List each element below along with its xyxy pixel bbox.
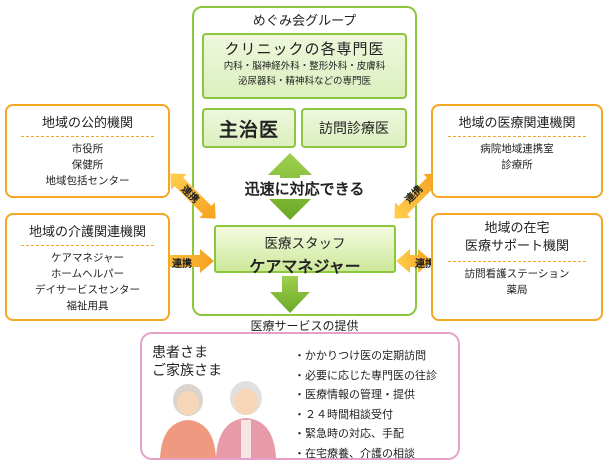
clinic-specialists-box: クリニックの各専門医 内科・脳神経外科・整形外科・皮膚科 泌尿器科・精神科などの… <box>202 33 407 99</box>
group-title: めぐみ会グループ <box>252 14 357 29</box>
service-down-arrow <box>270 276 310 313</box>
list-item: 病院地域連携室 <box>480 143 554 155</box>
quick-response-label: 迅速に対応できる <box>222 178 387 199</box>
service-text: かかりつけ医の定期訪問 <box>305 349 427 362</box>
patient-title-line-1: 患者さま <box>152 345 208 361</box>
dashed-divider <box>448 261 586 262</box>
list-item: ・医療情報の管理・提供 <box>294 388 415 401</box>
service-text: 医療情報の管理・提供 <box>305 388 415 401</box>
list-item: ・在宅療養、介護の相談 <box>294 446 415 460</box>
list-item: 地域包括センター <box>45 175 130 187</box>
list-item: ・緊急時の対応、手配 <box>294 427 404 440</box>
list-item: デイサービスセンター <box>35 284 140 296</box>
man-face <box>234 389 258 415</box>
dashed-divider <box>21 245 154 246</box>
local-medical-agencies-box: 地域の医療関連機関 病院地域連携室 診療所 <box>431 104 603 198</box>
patient-title: 患者さま ご家族さま <box>152 344 222 380</box>
home-visit-doctor-box: 訪問診療医 <box>301 108 407 148</box>
service-text: 緊急時の対応、手配 <box>305 427 404 440</box>
medical-staff-box: 医療スタッフ ケアマネジャー <box>214 225 396 276</box>
local-care-agencies-box: 地域の介護関連機関 ケアマネジャー ホームヘルパー デイサービスセンター 福祉用… <box>5 213 170 321</box>
woman-body <box>160 420 216 458</box>
patient-service-list: ・かかりつけ医の定期訪問 ・必要に応じた専門医の往診 ・医療情報の管理・提供 ・… <box>294 346 437 463</box>
right-diagonal-double-arrow <box>394 173 440 219</box>
list-item: ケアマネジャー <box>51 252 124 264</box>
staff-line-1: 医療スタッフ <box>264 236 346 252</box>
box-title: 地域の公的機関 <box>41 116 133 131</box>
staff-line-2: ケアマネジャー <box>249 257 361 276</box>
list-item: 診療所 <box>501 159 533 171</box>
woman-face <box>177 391 199 415</box>
service-text: 必要に応じた専門医の往診 <box>305 368 437 382</box>
elderly-couple-illustration <box>160 381 276 458</box>
list-item: 保健所 <box>71 159 104 171</box>
box-title-line-2: 医療サポート機関 <box>464 239 569 254</box>
link-label-right-bottom: 連携 <box>415 259 435 270</box>
list-item: ・２４時間相談受付 <box>294 407 393 421</box>
list-item: ・必要に応じた専門医の往診 <box>294 368 437 382</box>
dashed-divider <box>448 136 586 137</box>
list-item: 市役所 <box>71 143 104 155</box>
list-item: 訪問看護ステーション <box>464 268 570 280</box>
service-label: 医療サービスの提供 <box>250 319 359 333</box>
box-title: 地域の介護関連機関 <box>28 225 146 240</box>
primary-doctor-box: 主治医 <box>202 108 296 148</box>
service-text: 在宅療養、介護の相談 <box>305 446 415 460</box>
list-item: 薬局 <box>506 284 528 296</box>
box-title-line-1: 地域の在宅 <box>484 221 550 236</box>
left-diagonal-double-arrow <box>170 173 216 219</box>
man-shirt <box>241 420 251 458</box>
box-title: 地域の医療関連機関 <box>458 116 576 131</box>
home-medical-support-box: 地域の在宅 医療サポート機関 訪問看護ステーション 薬局 <box>431 213 603 321</box>
clinic-title: クリニックの各専門医 <box>224 40 385 58</box>
list-item: ホームヘルパー <box>50 268 125 280</box>
local-public-agencies-box: 地域の公的機関 市役所 保健所 地域包括センター <box>5 104 170 198</box>
list-item: ・かかりつけ医の定期訪問 <box>294 349 427 362</box>
clinic-line-2: 泌尿器科・精神科などの専門医 <box>237 76 371 87</box>
list-item: 福祉用具 <box>66 300 109 312</box>
link-label-left-bottom: 連携 <box>172 259 192 270</box>
clinic-line-1: 内科・脳神経外科・整形外科・皮膚科 <box>223 61 386 72</box>
right-horizontal-double-arrow <box>396 249 432 273</box>
patient-title-line-2: ご家族さま <box>152 363 222 379</box>
dashed-divider <box>21 136 154 137</box>
service-text: ２４時間相談受付 <box>305 407 393 421</box>
